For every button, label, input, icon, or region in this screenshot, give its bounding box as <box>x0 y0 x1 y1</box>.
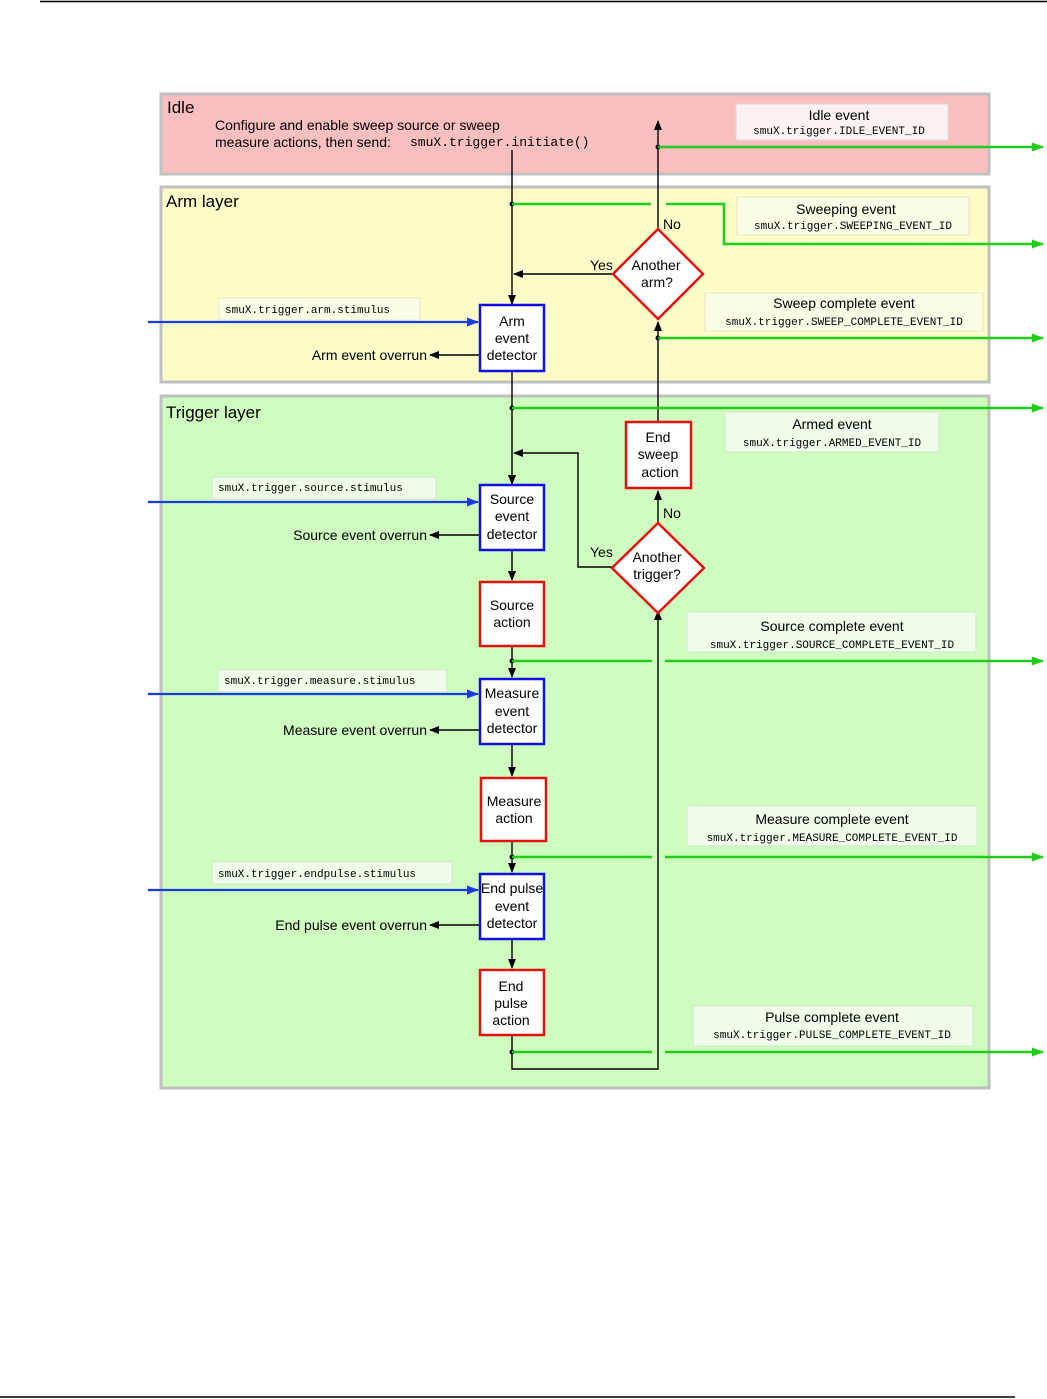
endpulse-action-line3: action <box>492 1012 529 1028</box>
another-arm-yes-label: Yes <box>590 257 613 273</box>
idle-event-name: Idle event <box>809 107 870 123</box>
armed-event-name: Armed event <box>792 416 871 432</box>
another-trigger-line2: trigger? <box>633 566 681 582</box>
measure-action-line1: Measure <box>487 793 542 809</box>
measure-complete-event-label: Measure complete event smuX.trigger.MEAS… <box>686 805 978 847</box>
endpulse-action-line1: End <box>499 978 524 994</box>
measure-event-detector: Measure event detector <box>478 677 546 746</box>
source-complete-event-name: Source complete event <box>760 618 903 634</box>
arm-stimulus-label: smuX.trigger.arm.stimulus <box>218 297 421 321</box>
measure-action-line2: action <box>495 810 532 826</box>
armed-event-id: smuX.trigger.ARMED_EVENT_ID <box>743 438 922 450</box>
source-complete-event-id: smuX.trigger.SOURCE_COMPLETE_EVENT_ID <box>710 640 955 652</box>
sweep-complete-event-label: Sweep complete event smuX.trigger.SWEEP_… <box>704 292 984 332</box>
pulse-complete-event-label: Pulse complete event smuX.trigger.PULSE_… <box>692 1005 974 1047</box>
measure-detector-line3: detector <box>487 720 538 736</box>
flow-another-trigger-yes <box>513 449 612 568</box>
idle-event-id: smuX.trigger.IDLE_EVENT_ID <box>753 126 925 138</box>
arm-detector-line2: event <box>495 330 529 346</box>
source-complete-event-label: Source complete event smuX.trigger.SOURC… <box>686 611 977 653</box>
another-arm-line1: Another <box>631 257 680 273</box>
source-overrun-label: Source event overrun <box>293 527 427 543</box>
endsweep-action-line2: sweep <box>638 446 679 462</box>
source-stimulus-label: smuX.trigger.source.stimulus <box>211 476 437 500</box>
measure-stimulus-text: smuX.trigger.measure.stimulus <box>224 676 415 688</box>
endsweep-action-line3: action <box>641 464 678 480</box>
idle-layer-title: Idle <box>167 98 194 117</box>
source-action-line1: Source <box>490 597 535 613</box>
arm-stimulus-text: smuX.trigger.arm.stimulus <box>225 305 390 317</box>
another-trigger-line1: Another <box>632 549 681 565</box>
initiate-command: smuX.trigger.initiate() <box>410 135 589 150</box>
endsweep-action-line1: End <box>646 429 671 445</box>
sweeping-event-label: Sweeping event smuX.trigger.SWEEPING_EVE… <box>736 196 970 236</box>
another-trigger-no-label: No <box>663 505 681 521</box>
another-trigger-decision: Another trigger? <box>610 521 706 615</box>
trigger-layer-title: Trigger layer <box>166 403 261 422</box>
source-detector-line1: Source <box>490 491 535 507</box>
endpulse-detector-line1: End pulse <box>481 880 543 896</box>
another-arm-line2: arm? <box>641 274 673 290</box>
measure-complete-event-id: smuX.trigger.MEASURE_COMPLETE_EVENT_ID <box>707 833 958 845</box>
pulse-complete-event-id: smuX.trigger.PULSE_COMPLETE_EVENT_ID <box>713 1030 951 1042</box>
idle-instruction-line1: Configure and enable sweep source or swe… <box>215 117 500 133</box>
sweep-complete-event-id: smuX.trigger.SWEEP_COMPLETE_EVENT_ID <box>725 317 963 329</box>
source-action-line2: action <box>493 614 530 630</box>
measure-complete-event-name: Measure complete event <box>755 811 908 827</box>
endpulse-action: End pulse action <box>478 968 546 1037</box>
arm-overrun-label: Arm event overrun <box>312 347 427 363</box>
armed-event-label: Armed event smuX.trigger.ARMED_EVENT_ID <box>724 411 940 453</box>
arm-event-detector: Arm event detector <box>478 303 546 373</box>
another-trigger-yes-label: Yes <box>590 544 613 560</box>
endpulse-stimulus-label: smuX.trigger.endpulse.stimulus <box>211 861 453 885</box>
idle-event-label: Idle event smuX.trigger.IDLE_EVENT_ID <box>735 103 949 141</box>
pulse-complete-event-name: Pulse complete event <box>765 1009 899 1025</box>
endpulse-overrun-label: End pulse event overrun <box>275 917 427 933</box>
source-action: Source action <box>478 580 546 648</box>
arm-layer-title: Arm layer <box>166 192 239 211</box>
endpulse-stimulus-text: smuX.trigger.endpulse.stimulus <box>218 869 416 881</box>
endpulse-action-line2: pulse <box>494 995 528 1011</box>
measure-detector-line1: Measure <box>485 685 540 701</box>
arm-detector-line1: Arm <box>499 313 525 329</box>
sweeping-event-line-b <box>666 202 1044 249</box>
arm-detector-line3: detector <box>487 347 538 363</box>
measure-detector-line2: event <box>495 703 529 719</box>
measure-overrun-label: Measure event overrun <box>283 722 427 738</box>
another-arm-decision: Another arm? <box>611 227 705 321</box>
measure-action: Measure action <box>479 776 548 843</box>
sweeping-event-id: smuX.trigger.SWEEPING_EVENT_ID <box>754 221 952 233</box>
stimulus-lines <box>148 317 479 895</box>
endpulse-event-detector: End pulse event detector <box>478 872 546 941</box>
endpulse-detector-line2: event <box>495 898 529 914</box>
sweep-complete-event-name: Sweep complete event <box>773 295 915 311</box>
source-detector-line2: event <box>495 508 529 524</box>
idle-instruction-line2: measure actions, then send: <box>215 134 391 150</box>
source-stimulus-text: smuX.trigger.source.stimulus <box>218 483 403 495</box>
measure-stimulus-label: smuX.trigger.measure.stimulus <box>217 669 448 693</box>
event-lines <box>512 142 1044 1057</box>
endpulse-detector-line3: detector <box>487 915 538 931</box>
endsweep-action: End sweep action <box>624 420 693 490</box>
trigger-layer <box>159 394 991 1090</box>
sweeping-event-name: Sweeping event <box>796 201 896 217</box>
another-arm-no-label: No <box>663 216 681 232</box>
source-detector-line3: detector <box>487 526 538 542</box>
source-event-detector: Source event detector <box>478 483 546 552</box>
